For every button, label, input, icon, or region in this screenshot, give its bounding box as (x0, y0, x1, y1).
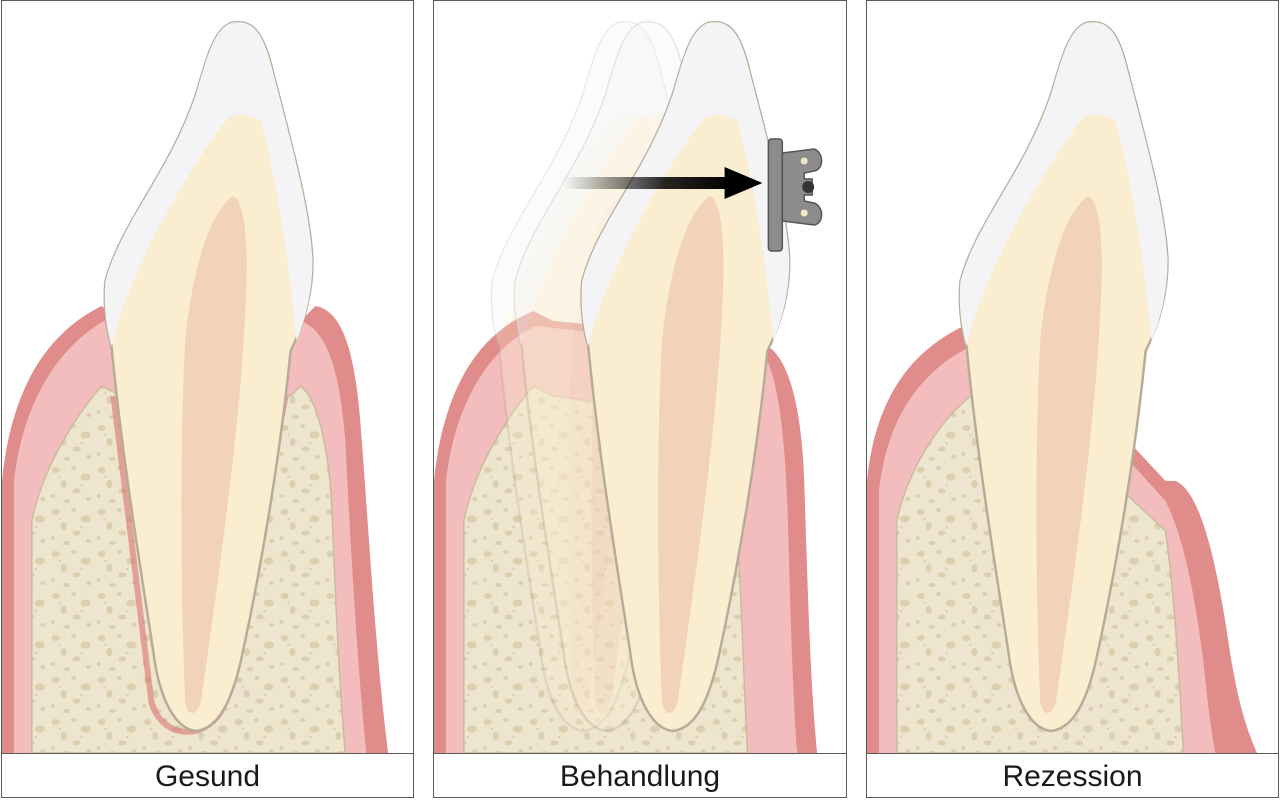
panel-healthy: Gesund (1, 0, 414, 798)
panel-recession: Rezession (866, 0, 1279, 798)
caption-recession: Rezession (867, 753, 1278, 797)
movement-arrow (563, 177, 733, 189)
healthy-tooth-illustration (2, 20, 389, 753)
caption-treatment: Behandlung (434, 753, 846, 797)
orthodontic-bracket-icon (767, 138, 823, 252)
arrow-head-icon (724, 167, 763, 199)
caption-healthy: Gesund (2, 753, 413, 797)
treatment-tooth-illustration (434, 20, 823, 753)
recession-tooth-illustration (867, 20, 1258, 753)
panel-treatment: Behandlung (433, 0, 847, 798)
